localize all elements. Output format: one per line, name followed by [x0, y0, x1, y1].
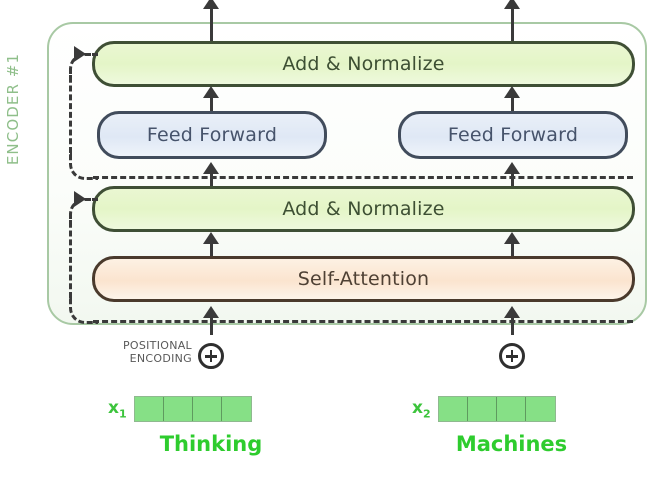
encoder-label: ENCODER #1 — [4, 52, 22, 166]
embedding-tag-1: x1 — [108, 397, 127, 421]
arrow-line-input-to-attn-left — [210, 313, 213, 335]
embedding-tag-2: x2 — [412, 397, 431, 421]
embedding-cell — [467, 397, 497, 421]
arrow-line-addnorm-to-ffleft — [210, 168, 213, 188]
positional-encoding-label: POSITIONAL ENCODING — [88, 339, 192, 365]
embedding-cells-2 — [437, 396, 556, 422]
output-arrow-head-right — [504, 0, 520, 9]
circled-plus-icon-left — [198, 343, 224, 369]
arrow-head-attn-to-addnorm-right — [504, 232, 520, 244]
arrow-head-attn-to-addnorm-left — [203, 232, 219, 244]
block-feed-forward-left[interactable]: Feed Forward — [97, 111, 327, 159]
arrow-line-ffright-to-addnorm — [511, 92, 514, 112]
arrow-line-attn-to-addnorm-left — [210, 238, 213, 258]
word-label-1: Thinking — [159, 432, 263, 456]
block-self-attention[interactable]: Self-Attention — [92, 256, 635, 302]
embedding-cell — [192, 397, 222, 421]
block-self-attention-label: Self-Attention — [297, 268, 430, 290]
arrow-line-ffleft-to-addnorm — [210, 92, 213, 112]
arrow-line-attn-to-addnorm-right — [511, 238, 514, 258]
output-arrow-line-right — [511, 2, 514, 42]
arrow-line-addnorm-to-ffright — [511, 168, 514, 188]
word-label-2: Machines — [455, 432, 568, 456]
residual-lower-vertical — [69, 213, 72, 298]
embedding-cell — [134, 397, 164, 421]
block-add-normalize-bottom-label: Add & Normalize — [282, 198, 445, 220]
block-add-normalize-top-label: Add & Normalize — [282, 53, 445, 75]
arrow-head-addnorm-to-ffleft — [203, 162, 219, 174]
positional-encoding-line1: POSITIONAL — [122, 339, 192, 352]
residual-upper-arrowhead — [74, 46, 86, 62]
residual-lower-arrowhead — [74, 191, 86, 207]
embedding-row-2: x2 — [412, 396, 556, 422]
embedding-cells-1 — [133, 396, 252, 422]
embedding-subscript-2: 2 — [422, 407, 431, 421]
arrow-head-input-to-attn-right — [504, 306, 520, 318]
embedding-cell — [221, 397, 251, 421]
residual-upper-entry — [92, 53, 98, 56]
block-add-normalize-top[interactable]: Add & Normalize — [92, 41, 635, 87]
residual-lower-corner — [69, 295, 98, 324]
circled-plus-icon-right — [499, 343, 525, 369]
arrow-head-ffright-to-addnorm — [504, 86, 520, 98]
output-arrow-head-left — [203, 0, 219, 9]
embedding-subscript-1: 1 — [118, 407, 127, 421]
block-feed-forward-left-label: Feed Forward — [146, 124, 278, 146]
embedding-cell — [525, 397, 555, 421]
output-arrow-line-left — [210, 2, 213, 42]
embedding-cell — [163, 397, 193, 421]
block-add-normalize-bottom[interactable]: Add & Normalize — [92, 186, 635, 232]
arrow-head-ffleft-to-addnorm — [203, 86, 219, 98]
block-feed-forward-right-label: Feed Forward — [447, 124, 579, 146]
arrow-head-input-to-attn-left — [203, 306, 219, 318]
residual-upper-horizontal — [93, 176, 633, 179]
residual-lower-entry — [92, 198, 98, 201]
embedding-cell — [496, 397, 526, 421]
residual-lower-horizontal — [93, 320, 633, 323]
embedding-row-1: x1 — [108, 396, 252, 422]
block-feed-forward-right[interactable]: Feed Forward — [398, 111, 628, 159]
residual-upper-vertical — [69, 68, 72, 153]
positional-encoding-line2: ENCODING — [129, 352, 192, 365]
arrow-head-addnorm-to-ffright — [504, 162, 520, 174]
embedding-cell — [438, 397, 468, 421]
residual-upper-corner — [69, 151, 98, 180]
arrow-line-input-to-attn-right — [511, 313, 514, 335]
